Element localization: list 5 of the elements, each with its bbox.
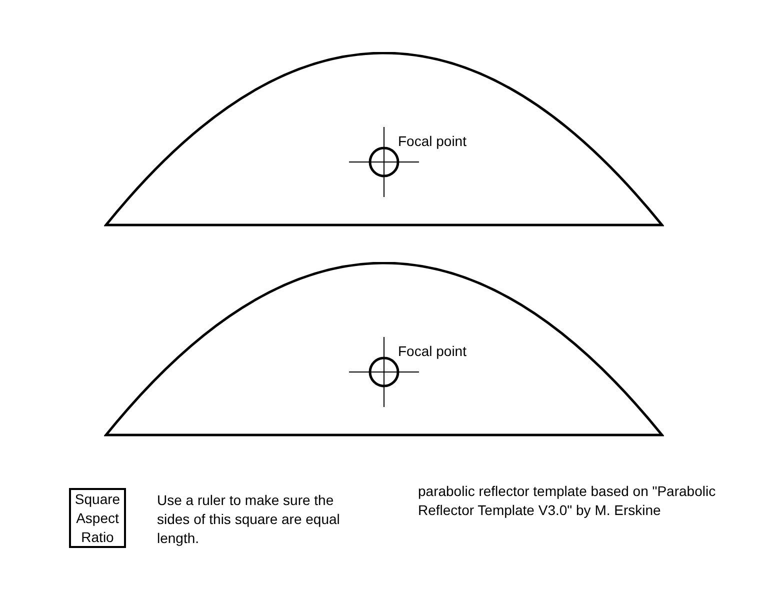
- point-label: Focal point: [398, 342, 466, 361]
- point-label: Focal point: [398, 132, 466, 151]
- note-text: Use a ruler to make sure the sides of this square are equal length.: [157, 491, 341, 548]
- square-box: Square Aspect Ratio: [69, 488, 126, 548]
- note-text: parabolic reflector template based on "Parabolic Reflector Template V3.0" by M. Erskine: [418, 482, 717, 520]
